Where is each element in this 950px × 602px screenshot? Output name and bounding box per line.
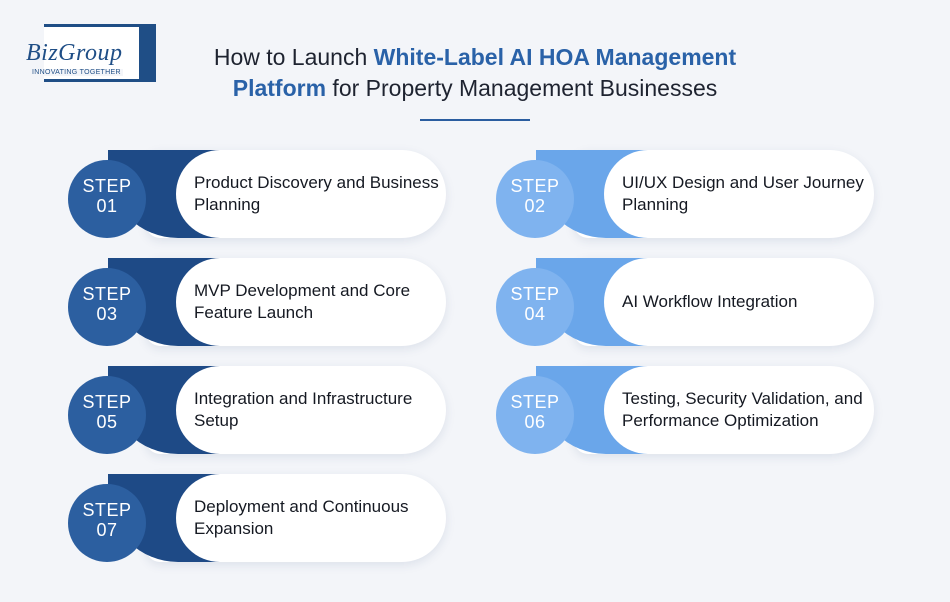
step-04-text: AI Workflow Integration: [622, 292, 798, 311]
page-title: How to Launch White-Label AI HOA Managem…: [213, 44, 737, 101]
bizgroup-logo: BizGroup INNOVATING TOGETHER: [24, 24, 156, 82]
step-06-text: Testing, Security Validation, and Perfor…: [622, 389, 863, 430]
step-02-text: UI/UX Design and User Journey Planning: [622, 173, 864, 214]
step-03-text: MVP Development and Core Feature Launch: [194, 281, 411, 322]
step-05-text: Integration and Infrastructure Setup: [194, 389, 413, 430]
logo-name: BizGroup: [26, 40, 123, 66]
step-07-text: Deployment and Continuous Expansion: [194, 497, 409, 538]
title-underline: [420, 119, 530, 121]
logo-tagline: INNOVATING TOGETHER: [30, 69, 123, 76]
step-01-text: Product Discovery and Business Planning: [194, 173, 439, 214]
